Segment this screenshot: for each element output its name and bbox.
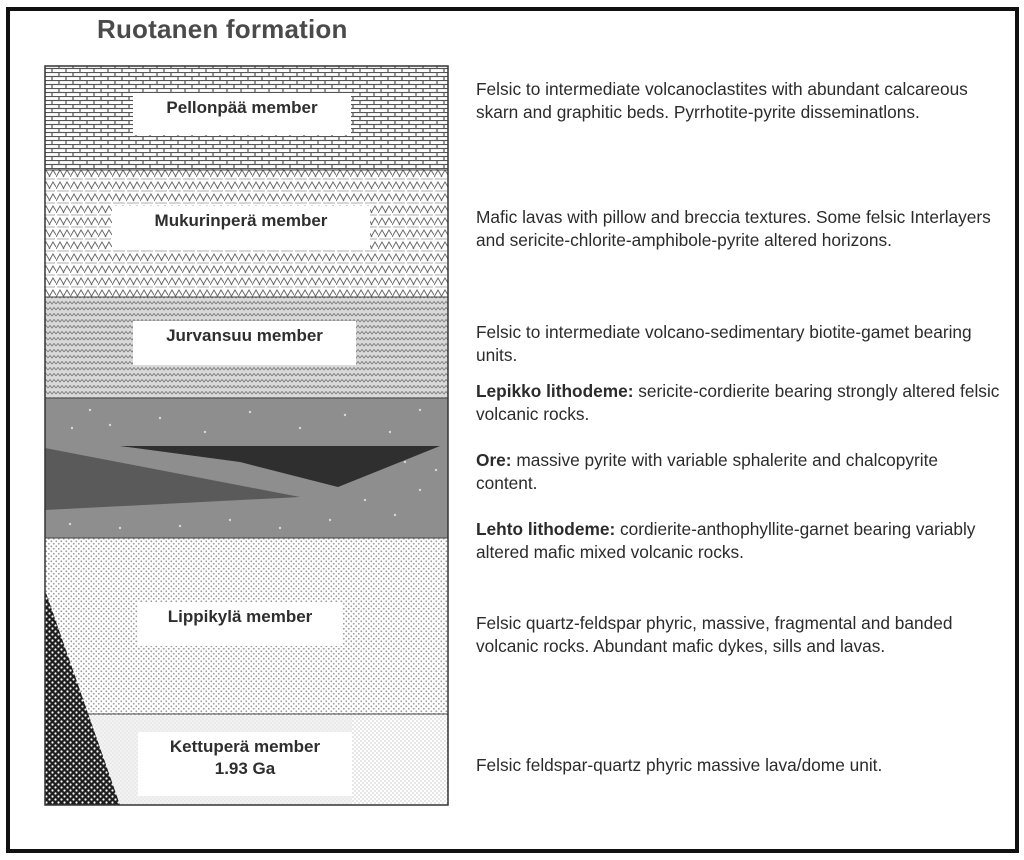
lepikko-text: sericite-cordierite bearing strongly alt… bbox=[476, 381, 1000, 424]
mukurinpera-description: Mafic lavas with pillow and breccia text… bbox=[476, 207, 991, 250]
jurvansuu-description: Felsic to intermediate volcano-sedimenta… bbox=[476, 322, 972, 365]
figure-title: Ruotanen formation bbox=[97, 14, 348, 44]
kettupera-label: Kettuperä member 1.93 Ga bbox=[138, 732, 352, 796]
column-outline bbox=[44, 65, 449, 806]
lehto-name: Lehto lithodeme: bbox=[476, 519, 616, 539]
ore-text: massive pyrite with variable sphalerite … bbox=[476, 450, 939, 493]
kettupera-description: Felsic feldspar-quartz phyric massive la… bbox=[476, 755, 883, 775]
kettupera-name: Kettuperä member bbox=[169, 737, 321, 756]
lepikko-name: Lepikko lithodeme: bbox=[476, 381, 634, 401]
lepikko-description: Lepikko lithodeme: sericite-cordierite b… bbox=[476, 380, 1006, 425]
lehto-text: cordierite-anthophyllite-garnet bearing … bbox=[476, 519, 976, 562]
ore-lens bbox=[120, 446, 440, 487]
lippikyla-label: Lippikylä member bbox=[138, 602, 342, 646]
pellonpaa-description: Felsic to intermediate volcanoclastites … bbox=[476, 79, 968, 122]
lippikyla-description: Felsic quartz-feldspar phyric, massive, … bbox=[476, 613, 953, 656]
lehto-description: Lehto lithodeme: cordierite-anthophyllit… bbox=[476, 518, 1016, 563]
mafic-dyke bbox=[45, 590, 120, 805]
lehto-lithodeme-lens bbox=[45, 448, 300, 510]
lippikyla-name: Lippikylä member bbox=[167, 607, 313, 626]
kettupera-age: 1.93 Ga bbox=[214, 759, 276, 778]
mukurinpera-name: Mukurinperä member bbox=[154, 211, 328, 230]
pellonpaa-label: Pellonpää member bbox=[133, 93, 351, 135]
ore-description: Ore: massive pyrite with variable sphale… bbox=[476, 449, 946, 494]
mukurinpera-label: Mukurinperä member bbox=[112, 206, 370, 250]
pellonpaa-name: Pellonpää member bbox=[166, 98, 318, 117]
jurvansuu-label: Jurvansuu member bbox=[133, 321, 356, 365]
jurvansuu-name: Jurvansuu member bbox=[166, 326, 323, 345]
ore-name: Ore: bbox=[476, 450, 512, 470]
lepikko-speckles bbox=[68, 408, 438, 530]
